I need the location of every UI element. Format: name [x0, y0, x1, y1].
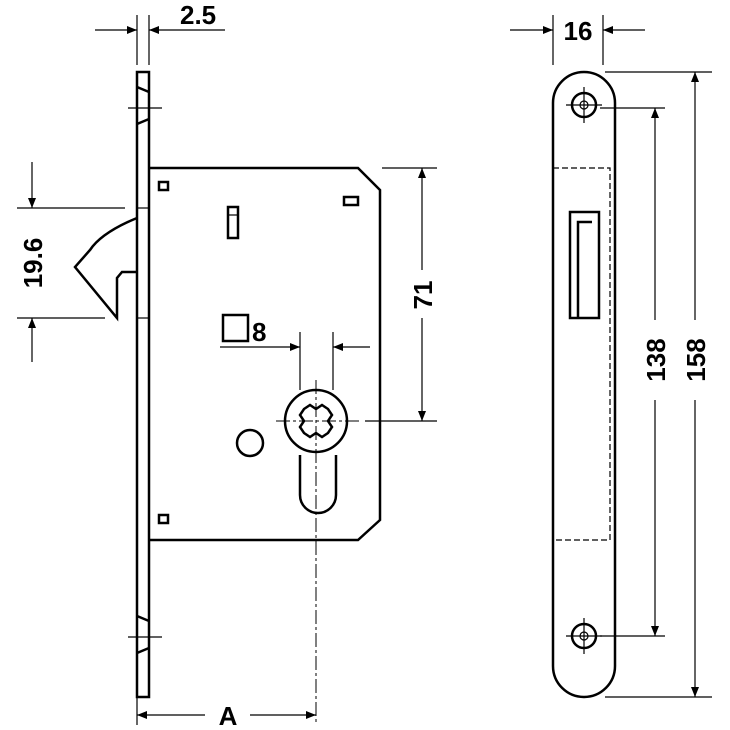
dim-label: 158 [681, 338, 711, 381]
lock-case [149, 166, 382, 542]
faceplate-front [551, 70, 617, 699]
dim-label: 19.6 [18, 238, 48, 289]
dimension-spindle-8: 8 [220, 313, 370, 390]
dimension-16: 16 [510, 15, 645, 65]
screw-hole-top [566, 87, 602, 123]
dimension-138: 138 [600, 107, 671, 637]
latch-bolt [73, 216, 138, 322]
rivet [157, 513, 170, 525]
screw-hole-bottom [566, 618, 602, 654]
front-view [551, 70, 617, 699]
dimension-158: 158 [605, 71, 712, 698]
square-symbol [221, 313, 250, 343]
keyhole [235, 428, 265, 458]
dimension-19-6: 19.6 [17, 162, 125, 362]
dim-label: A [219, 701, 238, 730]
latch-slot [226, 205, 240, 240]
latch-opening [568, 210, 601, 320]
dimension-2-5: 2.5 [95, 0, 225, 65]
case-outline-hidden [552, 167, 611, 541]
dim-label: 71 [408, 281, 438, 310]
faceplate-side [135, 70, 151, 699]
dim-label: 8 [252, 317, 266, 347]
dim-label: 138 [641, 338, 671, 381]
dimension-A: A [136, 697, 316, 730]
cylinder-profile [298, 455, 338, 515]
dim-label: 2.5 [180, 0, 216, 30]
spindle-square-hole [298, 403, 334, 439]
side-view [73, 70, 382, 722]
dimension-71: 71 [365, 167, 438, 422]
rivet [157, 180, 170, 192]
dim-label: 16 [564, 16, 593, 46]
rivet [342, 195, 360, 207]
